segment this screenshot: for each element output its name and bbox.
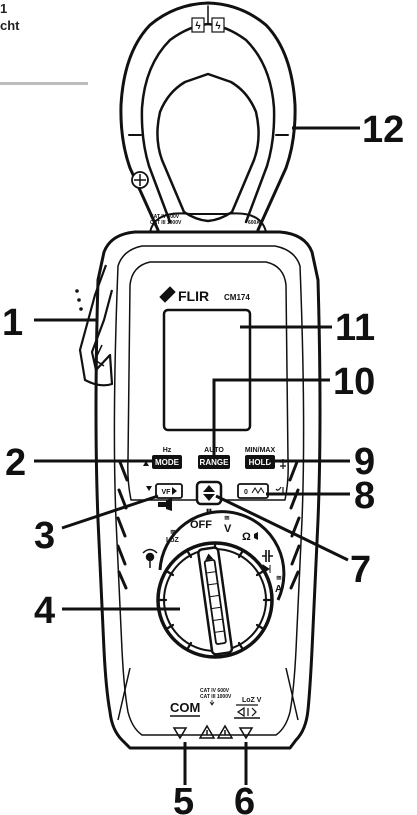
jack-cat-rating-1: CAT IV 600V	[200, 688, 230, 694]
waveform-icon	[251, 487, 265, 494]
leader-10	[212, 378, 330, 455]
callout-3: 3	[34, 515, 55, 557]
corner-divider	[0, 82, 88, 85]
jaw-inner-heart-edge	[182, 210, 234, 223]
body-inner-shell	[113, 245, 305, 736]
input-jack-icons	[236, 704, 258, 718]
dial-v-label: V	[224, 523, 232, 535]
side-grip-left	[116, 460, 129, 590]
callout-10: 10	[333, 361, 375, 403]
jaw-badge-right-label: ϟ	[215, 21, 221, 32]
warning-icon-right	[216, 724, 234, 739]
hold-button-top-label: MIN/MAX	[245, 447, 276, 454]
flir-logo-icon	[159, 286, 176, 303]
com-jack-triangle-icon	[172, 727, 188, 740]
diode-icon	[172, 487, 177, 495]
corner-text-line-2: cht	[0, 18, 20, 33]
input-jack-triangle-icon	[238, 727, 254, 740]
dial-v-approx: ≅	[224, 515, 230, 522]
bottom-warning-marks	[172, 724, 254, 740]
dial-scale-arc	[158, 510, 286, 601]
dial-a-approx: ≅	[276, 575, 282, 582]
flashlight-icon	[158, 498, 172, 511]
zero-button-label: 0	[244, 489, 248, 496]
trigger-ridges	[75, 289, 83, 311]
leader-7	[215, 494, 349, 562]
jack-cat-rating-2: CAT III 1000V	[200, 694, 232, 700]
updown-arrows-icon	[203, 485, 215, 501]
ok-icon	[275, 486, 284, 493]
callout-7: 7	[350, 549, 371, 591]
jaw-cat-rating-1: CAT IV 600V	[150, 214, 180, 220]
callout-5: 5	[173, 781, 194, 815]
range-button[interactable]: RANGE	[198, 455, 230, 469]
input-jack-label: LoZ V	[242, 697, 262, 704]
corner-text: 1 cht	[0, 0, 20, 34]
sound-icon	[254, 532, 258, 540]
com-jack-label: COM	[170, 700, 200, 715]
jaw-inner-heart	[156, 72, 260, 214]
mode-button[interactable]: MODE	[152, 455, 182, 469]
jaw-outer-outline	[119, 1, 297, 232]
callout-1: 1	[2, 302, 23, 344]
jaw-badges: ϟ ϟ	[191, 17, 225, 33]
dial-off-label: OFF	[190, 519, 212, 531]
callout-12: 12	[362, 109, 404, 151]
hold-button[interactable]: HOLD	[245, 455, 275, 469]
dial-pointer	[197, 546, 234, 656]
mode-button-top-label: Hz	[163, 447, 172, 454]
ncv-icon	[142, 548, 158, 568]
range-button-label: RANGE	[200, 458, 230, 467]
body-face-panel	[127, 261, 289, 501]
callout-4: 4	[34, 590, 55, 632]
vf-button-label: VF	[162, 489, 172, 496]
brand-logo: FLIR CM174	[159, 286, 250, 304]
dial-ohm-label: Ω	[242, 531, 251, 543]
clamp-jaw	[119, 1, 297, 232]
callout-8: 8	[354, 475, 375, 517]
model-name: CM174	[224, 293, 250, 302]
mode-button-label: MODE	[155, 458, 180, 467]
up-arrow-icon	[143, 461, 149, 466]
rotary-dial[interactable]	[156, 510, 286, 659]
callout-6: 6	[234, 781, 255, 815]
hold-button-label: HOLD	[249, 458, 272, 467]
warning-icon-left	[198, 724, 216, 739]
callout-9: 9	[354, 441, 375, 483]
jaw-badge-left	[191, 17, 205, 33]
meter-body	[94, 230, 322, 750]
callout-2: 2	[5, 442, 26, 484]
callout-leaders	[34, 126, 360, 785]
down-arrow-icon	[146, 486, 152, 491]
leader-3	[61, 494, 159, 530]
vf-button[interactable]: VF	[155, 483, 183, 499]
jaw-cat-rating-2: CAT III 1000V	[150, 220, 182, 226]
dial-a-label: A	[275, 584, 282, 595]
jaw-inner-outline	[140, 22, 276, 224]
body-outer-shell	[94, 230, 322, 750]
center-button-sub-label: ▮▮	[206, 508, 212, 514]
jack-arrow-icon	[209, 700, 215, 706]
jaw-screw	[131, 171, 149, 189]
body-lower-neck	[117, 667, 299, 721]
jaw-collar	[149, 212, 267, 233]
side-grip-right	[288, 460, 301, 590]
corner-text-line-1: 1	[0, 1, 8, 16]
dial-loz-approx: ≅	[170, 529, 176, 536]
capacitor-icon	[262, 550, 273, 562]
jaw-badge-left-label: ϟ	[195, 21, 201, 32]
jaw-current-rating: 600A	[248, 220, 260, 226]
dial-loz-label: LoZ	[166, 537, 180, 544]
center-button[interactable]	[195, 480, 223, 506]
jaw-badge-right	[211, 17, 225, 33]
lcd-display	[162, 308, 252, 432]
zero-button[interactable]: 0	[237, 483, 269, 499]
callout-11: 11	[335, 307, 375, 349]
brand-name: FLIR	[178, 288, 209, 304]
